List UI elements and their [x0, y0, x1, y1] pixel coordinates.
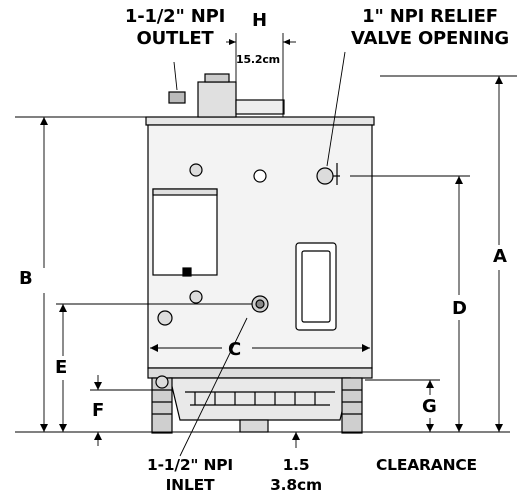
clearance-value-in: 1.5 [282, 456, 310, 474]
relief-valve-label-line2: VALVE OPENING [351, 28, 509, 49]
base-section [147, 367, 373, 379]
dim-e-label: E [55, 357, 68, 378]
relief-valve-label-line1: 1" NPI RELIEF [362, 6, 498, 27]
dim-f-label: F [92, 400, 105, 421]
dim-a-label: A [493, 246, 507, 267]
fitting-upper [189, 163, 203, 177]
outlet-cap [168, 91, 186, 104]
control-box [152, 188, 218, 276]
dim-h-value: 15.2cm [236, 53, 280, 66]
clearance-label: CLEARANCE [376, 456, 477, 474]
inlet-label-line2: INLET [165, 476, 215, 494]
inlet-label-line1: 1-1/2" NPI [146, 456, 234, 474]
dim-d-label: D [452, 298, 467, 319]
burner-valve [155, 375, 169, 389]
top-cover [145, 116, 375, 126]
dim-b-label: B [19, 268, 33, 289]
top-port [253, 169, 267, 183]
right-leg [341, 377, 363, 434]
outlet-label-line2: OUTLET [136, 28, 214, 49]
clearance-value-cm: 3.8cm [270, 476, 322, 494]
dim-g-label: G [422, 396, 437, 417]
gas-valve [157, 310, 173, 326]
relief-valve [316, 167, 334, 185]
dim-c-label: C [228, 339, 242, 360]
outlet-fitting [197, 81, 237, 118]
fitting-lower [189, 290, 203, 304]
outlet-label-line1: 1-1/2" NPI [124, 6, 226, 27]
burner-assembly [169, 377, 351, 421]
drain-fitting [239, 419, 269, 433]
dim-h-label: H [252, 10, 267, 31]
